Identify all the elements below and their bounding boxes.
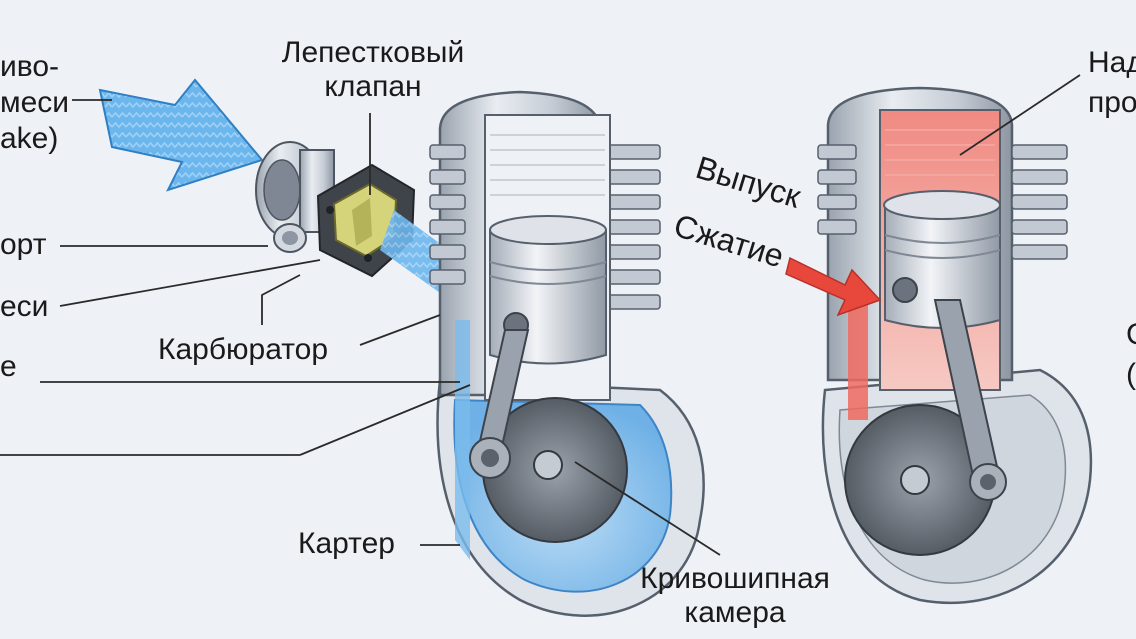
left-label-line2: меси: [0, 86, 70, 119]
right-engine: [817, 86, 1093, 605]
left-label-line1: иво-: [0, 50, 60, 83]
left-label-line3: ake): [0, 122, 59, 155]
left-label-e: е: [0, 350, 17, 383]
crankcase-label: Картер: [298, 527, 395, 560]
crank-chamber-label: Кривошипная камера: [640, 562, 830, 629]
carburetor-body: [255, 141, 335, 253]
left-engine: [429, 90, 705, 617]
compression-arrow-icon: [785, 256, 882, 317]
right-label-line1: Над: [1088, 46, 1136, 79]
left-label-port: орт: [0, 228, 47, 261]
carburetor-label: Карбюратор: [158, 333, 329, 366]
right-label-paren1: С: [1126, 318, 1136, 352]
left-label-mix: еси: [0, 290, 49, 323]
leader-lines: [0, 74, 1081, 556]
intake-arrow-icon: [98, 78, 264, 192]
right-label-paren2: (: [1126, 358, 1136, 391]
right-label-line2: про: [1088, 86, 1136, 119]
reed-valve-label: Лепестковый клапан: [281, 36, 465, 103]
